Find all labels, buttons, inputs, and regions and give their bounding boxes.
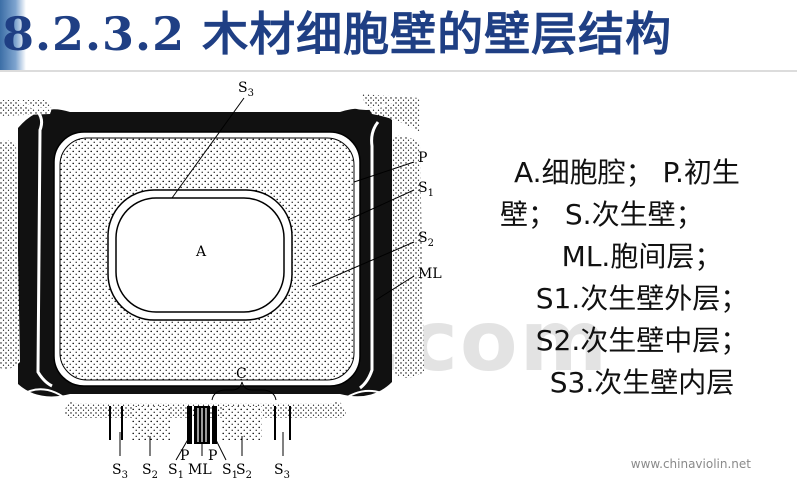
label-s1: S1 — [418, 180, 434, 199]
strip-label: S1 — [222, 462, 238, 481]
site-credit: www.chinaviolin.net — [630, 457, 751, 471]
label-c: C — [236, 366, 247, 382]
label-s3-top: S3 — [238, 80, 254, 99]
central-cell: A — [53, 131, 361, 387]
legend-line: ML.胞间层； — [561, 240, 723, 273]
strip-label: S1 — [168, 462, 184, 481]
label-s2: S2 — [418, 230, 434, 249]
leader-lines — [171, 97, 415, 301]
legend-line: S1.次生壁外层； — [535, 282, 749, 315]
strip-label: S2 — [142, 462, 158, 481]
legend: A.细胞腔； P.初生 壁； S.次生壁； ML.胞间层； S1.次生壁外层； … — [496, 152, 788, 404]
strip-label: S3 — [112, 462, 128, 481]
cell-wall-diagram: A S3 P S1 S2 ML C — [0, 80, 442, 481]
title-divider — [0, 70, 797, 72]
strip-label-p-right: P — [208, 448, 217, 464]
label-ml: ML — [418, 266, 442, 282]
title-corner-accent — [0, 0, 26, 72]
legend-line: S3.次生壁内层 — [549, 366, 735, 399]
label-p: P — [418, 150, 427, 166]
strip-label-p-left: P — [180, 448, 189, 464]
strip-label: S3 — [274, 462, 290, 481]
slide-title: 8.2.3.2 木材细胞壁的壁层结构 — [2, 7, 673, 61]
strip-label: S2 — [236, 462, 252, 481]
legend-line: 壁； S.次生壁； — [500, 198, 704, 231]
strip-label: ML — [188, 462, 212, 478]
label-lumen-a: A — [195, 244, 207, 260]
legend-line: A.细胞腔； P.初生 — [514, 156, 740, 189]
legend-line: S2.次生壁中层； — [535, 324, 749, 357]
